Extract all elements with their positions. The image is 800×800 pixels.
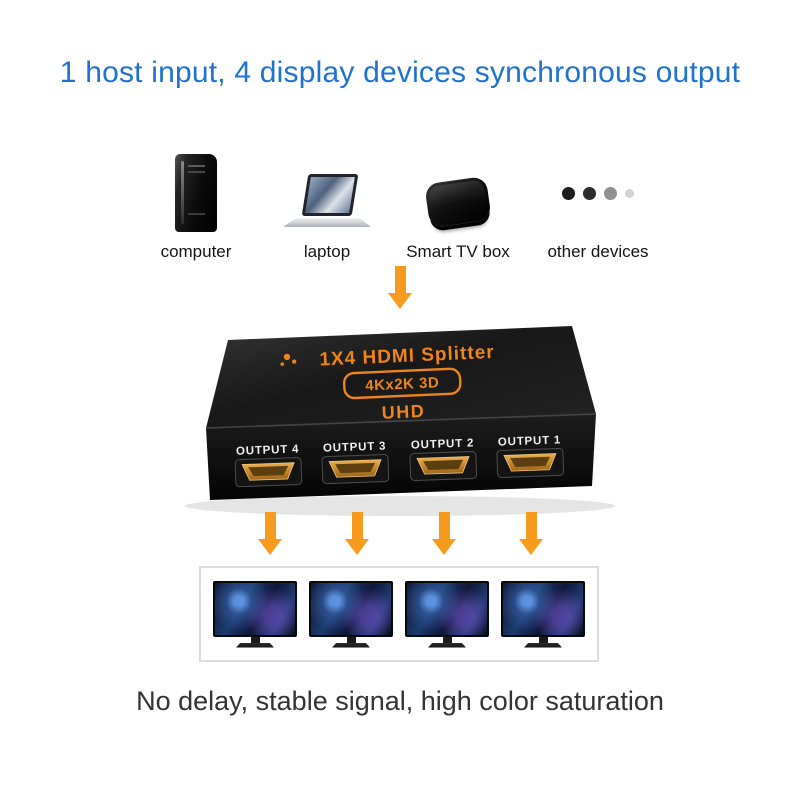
arrow-head xyxy=(519,539,543,555)
monitor xyxy=(309,580,393,648)
arrow-head xyxy=(345,539,369,555)
splitter-front-ports: OUTPUT 4 OUTPUT 3 OUTPUT 2 OUTPU xyxy=(234,434,565,488)
splitter-front-face xyxy=(206,414,596,500)
port-slot xyxy=(423,459,464,471)
output-arrow-4 xyxy=(519,512,543,555)
output-arrow-1 xyxy=(258,512,282,555)
output-arrow-2 xyxy=(345,512,369,555)
monitor-screen xyxy=(405,580,489,637)
monitor-stand xyxy=(250,636,260,643)
monitor xyxy=(405,580,489,648)
splitter-edge-highlight xyxy=(205,413,597,429)
other-devices-dots-icon xyxy=(562,187,634,200)
monitor-base xyxy=(236,642,274,648)
splitter-top-face xyxy=(206,326,596,428)
monitor-base xyxy=(428,642,466,648)
input-arrow-icon xyxy=(388,266,412,309)
splitter-top-print: 1X4 HDMI Splitter 4Kx2K 3D UHD xyxy=(280,342,495,423)
laptop-icon-holder xyxy=(257,146,397,232)
monitor-screen xyxy=(213,580,297,637)
dot xyxy=(562,187,575,200)
arrow-head xyxy=(432,539,456,555)
hdmi-port-output-4: OUTPUT 4 xyxy=(234,444,303,488)
laptop-icon xyxy=(283,174,371,232)
output-port-label: OUTPUT 4 xyxy=(236,444,300,458)
port-slot xyxy=(248,465,289,477)
computer-tower-icon xyxy=(175,154,217,232)
arrow-shaft xyxy=(525,512,537,539)
arrow-head xyxy=(388,293,412,309)
footer-tagline: No delay, stable signal, high color satu… xyxy=(136,686,664,716)
dot xyxy=(604,187,617,200)
device-computer: computer xyxy=(126,146,266,262)
monitor xyxy=(213,580,297,648)
device-label-computer: computer xyxy=(160,242,232,261)
brand-logo-icon xyxy=(280,353,297,366)
output-port-label: OUTPUT 2 xyxy=(411,437,475,451)
output-port-label: OUTPUT 1 xyxy=(498,434,562,448)
tvbox-icon-holder xyxy=(388,146,528,232)
arrow-head xyxy=(258,539,282,555)
computer-icon-holder xyxy=(126,146,266,232)
monitor-stand xyxy=(442,636,452,643)
arrow-shaft xyxy=(394,266,406,293)
monitor-stand xyxy=(346,636,356,643)
hdmi-port-output-2: OUTPUT 2 xyxy=(409,437,478,481)
splitter-spec-badge-text: 4Kx2K 3D xyxy=(365,374,440,394)
device-shadow xyxy=(185,496,615,516)
dot xyxy=(583,187,596,200)
monitor-screen xyxy=(501,580,585,637)
port-slot xyxy=(510,456,551,467)
device-other: other devices xyxy=(528,146,668,262)
output-port-label: OUTPUT 3 xyxy=(323,440,387,454)
page-title: 1 host input, 4 display devices synchron… xyxy=(59,56,741,89)
hdmi-port-output-1: OUTPUT 1 xyxy=(496,434,565,478)
smart-tv-box-icon xyxy=(424,175,492,229)
device-laptop: laptop xyxy=(257,146,397,262)
device-label-smart-tv-box: Smart TV box xyxy=(406,242,510,261)
spec-badge-outline xyxy=(342,367,462,400)
hdmi-port-output-3: OUTPUT 3 xyxy=(321,440,390,485)
monitor-screen xyxy=(309,580,393,637)
monitor-stand xyxy=(538,636,548,643)
arrow-shaft xyxy=(438,512,450,539)
monitor-base xyxy=(524,642,562,648)
arrow-shaft xyxy=(264,512,276,539)
laptop-screen-image xyxy=(305,177,355,213)
laptop-screen xyxy=(301,174,359,216)
displays-panel xyxy=(199,566,599,662)
arrow-shaft xyxy=(351,512,363,539)
output-arrow-3 xyxy=(432,512,456,555)
device-label-other: other devices xyxy=(547,242,649,261)
device-label-laptop: laptop xyxy=(303,242,351,261)
dots-icon-holder xyxy=(528,146,668,232)
hdmi-splitter-device: 1X4 HDMI Splitter 4Kx2K 3D UHD OUTPUT 4 … xyxy=(185,326,615,516)
device-smart-tv-box: Smart TV box xyxy=(388,146,528,262)
splitter-uhd-text: UHD xyxy=(381,401,425,423)
laptop-base xyxy=(283,218,371,227)
monitor xyxy=(501,580,585,648)
port-slot xyxy=(335,462,376,474)
monitor-base xyxy=(332,642,370,648)
dot xyxy=(625,189,634,198)
